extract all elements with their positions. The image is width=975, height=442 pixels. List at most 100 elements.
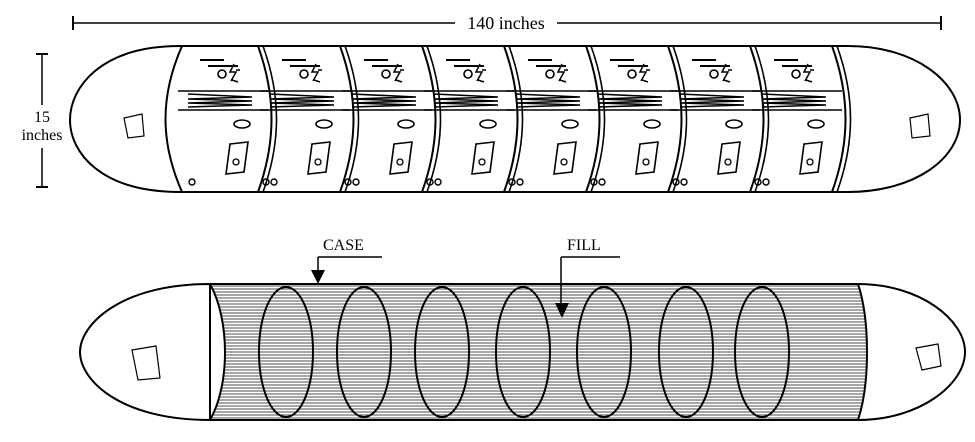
case-label: CASE bbox=[323, 237, 364, 254]
segment-box-circle bbox=[642, 158, 650, 166]
segment-small-circle bbox=[299, 69, 309, 79]
segment-tilted-box bbox=[471, 141, 495, 175]
segment-divider-curve-inner bbox=[426, 45, 442, 193]
segment-box-circle bbox=[396, 158, 404, 166]
segment-bottom-circle bbox=[590, 178, 598, 186]
length-dimension-label: 140 inches bbox=[467, 13, 544, 33]
segment-tilted-box bbox=[799, 141, 823, 175]
segment-bottom-circle bbox=[270, 178, 278, 186]
left-end-cap bbox=[78, 282, 211, 422]
case-fill-view: CASE FILL bbox=[78, 237, 967, 422]
segment-tilted-box bbox=[635, 141, 659, 175]
right-cap-window bbox=[915, 343, 942, 371]
segment-nose-curve bbox=[164, 45, 183, 193]
segment-tilted-box bbox=[553, 141, 577, 175]
segment-spark-glyph bbox=[638, 63, 650, 83]
segment-bottom-circle bbox=[262, 178, 270, 186]
right-end-cap bbox=[857, 282, 967, 422]
segment-divider-curve-inner bbox=[344, 45, 360, 193]
segment-spark-glyph bbox=[474, 63, 486, 83]
segment-tilted-box bbox=[717, 141, 741, 175]
segment-divider-curve-inner bbox=[836, 45, 852, 193]
segment-8 bbox=[752, 45, 852, 193]
segment-oval bbox=[725, 119, 743, 129]
fill-ring-6 bbox=[658, 286, 714, 418]
segment-small-circle bbox=[217, 69, 227, 79]
segment-zigzag bbox=[269, 93, 335, 108]
height-unit-label: inches bbox=[22, 127, 63, 144]
segment-2 bbox=[260, 45, 360, 193]
height-value-label: 15 bbox=[34, 109, 50, 126]
segment-spark-glyph bbox=[556, 63, 568, 83]
segment-small-circle bbox=[545, 69, 555, 79]
segment-oval bbox=[643, 119, 661, 129]
left-end-window bbox=[123, 113, 145, 139]
segment-divider-curve bbox=[257, 45, 273, 193]
height-dimension: 15 inches bbox=[22, 53, 63, 188]
segment-oval bbox=[233, 119, 251, 129]
segment-box-circle bbox=[314, 158, 322, 166]
fill-callout: FILL bbox=[555, 237, 620, 318]
segment-group bbox=[164, 45, 852, 193]
segment-spark-glyph bbox=[228, 63, 240, 83]
segment-spark-glyph bbox=[802, 63, 814, 83]
segment-oval bbox=[807, 119, 825, 129]
segment-zigzag bbox=[515, 93, 581, 108]
segment-bottom-circle bbox=[598, 178, 606, 186]
segment-box-circle bbox=[232, 158, 240, 166]
segment-1 bbox=[164, 45, 278, 193]
segment-bottom-circle bbox=[426, 178, 434, 186]
segment-divider-curve-inner bbox=[590, 45, 606, 193]
fill-ring-4 bbox=[495, 286, 551, 418]
left-cap-window bbox=[131, 345, 161, 381]
segment-bottom-circle bbox=[344, 178, 352, 186]
fill-arrowhead bbox=[555, 303, 569, 318]
segment-bottom-circle bbox=[508, 178, 516, 186]
segment-box-circle bbox=[724, 158, 732, 166]
fill-ring-7 bbox=[734, 286, 790, 418]
segment-box-circle bbox=[560, 158, 568, 166]
segment-box-circle bbox=[806, 158, 814, 166]
segment-3 bbox=[342, 45, 442, 193]
segment-small-circle bbox=[791, 69, 801, 79]
segment-small-circle bbox=[709, 69, 719, 79]
segment-box-circle bbox=[478, 158, 486, 166]
segment-small-circle bbox=[463, 69, 473, 79]
segment-5 bbox=[506, 45, 606, 193]
segment-bottom-circle bbox=[434, 178, 442, 186]
case-arrowhead bbox=[311, 270, 325, 284]
segment-zigzag bbox=[761, 93, 827, 108]
segment-zigzag bbox=[679, 93, 745, 108]
fill-ring-5 bbox=[576, 286, 632, 418]
segment-spark-glyph bbox=[310, 63, 322, 83]
segment-divider-curve bbox=[585, 45, 601, 193]
fill-ring-2 bbox=[336, 286, 392, 418]
segment-bottom-circle bbox=[680, 178, 688, 186]
segment-divider-curve-inner bbox=[672, 45, 688, 193]
right-end-window bbox=[909, 113, 931, 139]
segment-zigzag bbox=[187, 93, 253, 108]
segment-divider-curve-inner bbox=[262, 45, 278, 193]
segment-oval bbox=[315, 119, 333, 129]
segment-4 bbox=[424, 45, 524, 193]
segment-bottom-circle bbox=[754, 178, 762, 186]
segment-7 bbox=[670, 45, 770, 193]
segment-tilted-box bbox=[389, 141, 413, 175]
segment-bottom-circle bbox=[762, 178, 770, 186]
segment-tilted-box bbox=[307, 141, 331, 175]
segment-spark-glyph bbox=[720, 63, 732, 83]
length-dimension: 140 inches bbox=[72, 13, 942, 33]
segment-6 bbox=[588, 45, 688, 193]
segment-divider-curve-inner bbox=[754, 45, 770, 193]
case-callout: CASE bbox=[311, 237, 382, 284]
segment-divider-curve bbox=[749, 45, 765, 193]
segment-oval bbox=[397, 119, 415, 129]
segment-oval bbox=[479, 119, 497, 129]
segment-bottom-circle bbox=[188, 178, 196, 186]
segment-divider-curve bbox=[503, 45, 519, 193]
segment-bottom-circle bbox=[672, 178, 680, 186]
fill-ring-3 bbox=[414, 286, 470, 418]
segment-zigzag bbox=[433, 93, 499, 108]
segment-spark-glyph bbox=[392, 63, 404, 83]
